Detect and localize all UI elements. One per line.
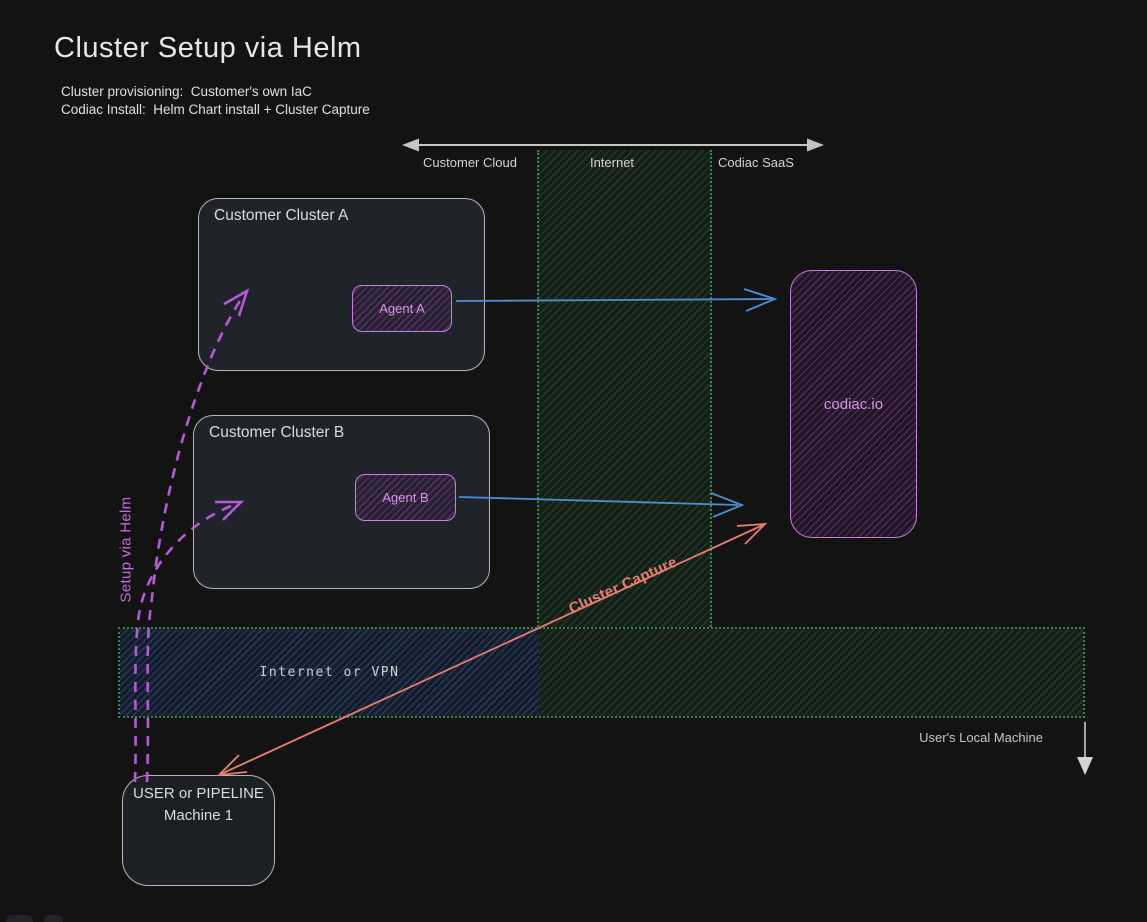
internet-or-vpn-label: Internet or VPN (259, 665, 400, 680)
internet-zone-column[interactable] (537, 150, 712, 627)
bottom-zone-band[interactable]: Internet or VPN (118, 627, 1085, 718)
node-agent-a[interactable]: Agent A (352, 285, 452, 332)
setup-helm-curve-a[interactable] (145, 288, 250, 783)
codiac-io-label: codiac.io (823, 395, 884, 413)
page-title: Cluster Setup via Helm (54, 32, 362, 64)
agent-a-label: Agent A (379, 301, 425, 316)
cluster-b-label: Customer Cluster B (209, 424, 345, 441)
subtitle-line-1: Cluster provisioning: Customer's own IaC (61, 84, 312, 99)
subtitle-line-2: Codiac Install: Helm Chart install + Clu… (61, 102, 370, 117)
user-machine-label-line-1: USER or PIPELINE (133, 785, 264, 802)
internet-zone-extension[interactable] (539, 629, 1083, 716)
node-customer-cluster-a[interactable]: Customer Cluster A (198, 198, 485, 371)
zone-label-internet: Internet (589, 155, 635, 170)
node-user-machine[interactable]: USER or PIPELINE Machine 1 (122, 775, 275, 886)
setup-helm-curve-b[interactable] (133, 500, 245, 783)
local-machine-down-arrow-icon[interactable] (1077, 722, 1093, 775)
node-codiac-io[interactable]: codiac.io (790, 270, 917, 538)
bottom-toolbar-button[interactable] (6, 915, 33, 922)
bottom-toolbar-button[interactable] (44, 915, 63, 922)
scale-double-arrow-icon[interactable] (402, 138, 824, 152)
zone-label-codiac-saas: Codiac SaaS (718, 155, 794, 170)
agent-a-connection-arrow[interactable] (455, 288, 778, 312)
cluster-capture-arrow[interactable] (216, 522, 768, 777)
agent-b-label: Agent B (382, 490, 429, 505)
agent-b-connection-arrow[interactable] (458, 492, 745, 518)
zone-label-customer-cloud: Customer Cloud (423, 155, 517, 170)
internet-or-vpn-zone[interactable] (120, 629, 539, 716)
user-machine-label-line-2: Machine 1 (163, 807, 234, 824)
cluster-a-label: Customer Cluster A (214, 207, 349, 224)
node-agent-b[interactable]: Agent B (355, 474, 456, 521)
users-local-machine-label: User's Local Machine (919, 730, 1043, 745)
